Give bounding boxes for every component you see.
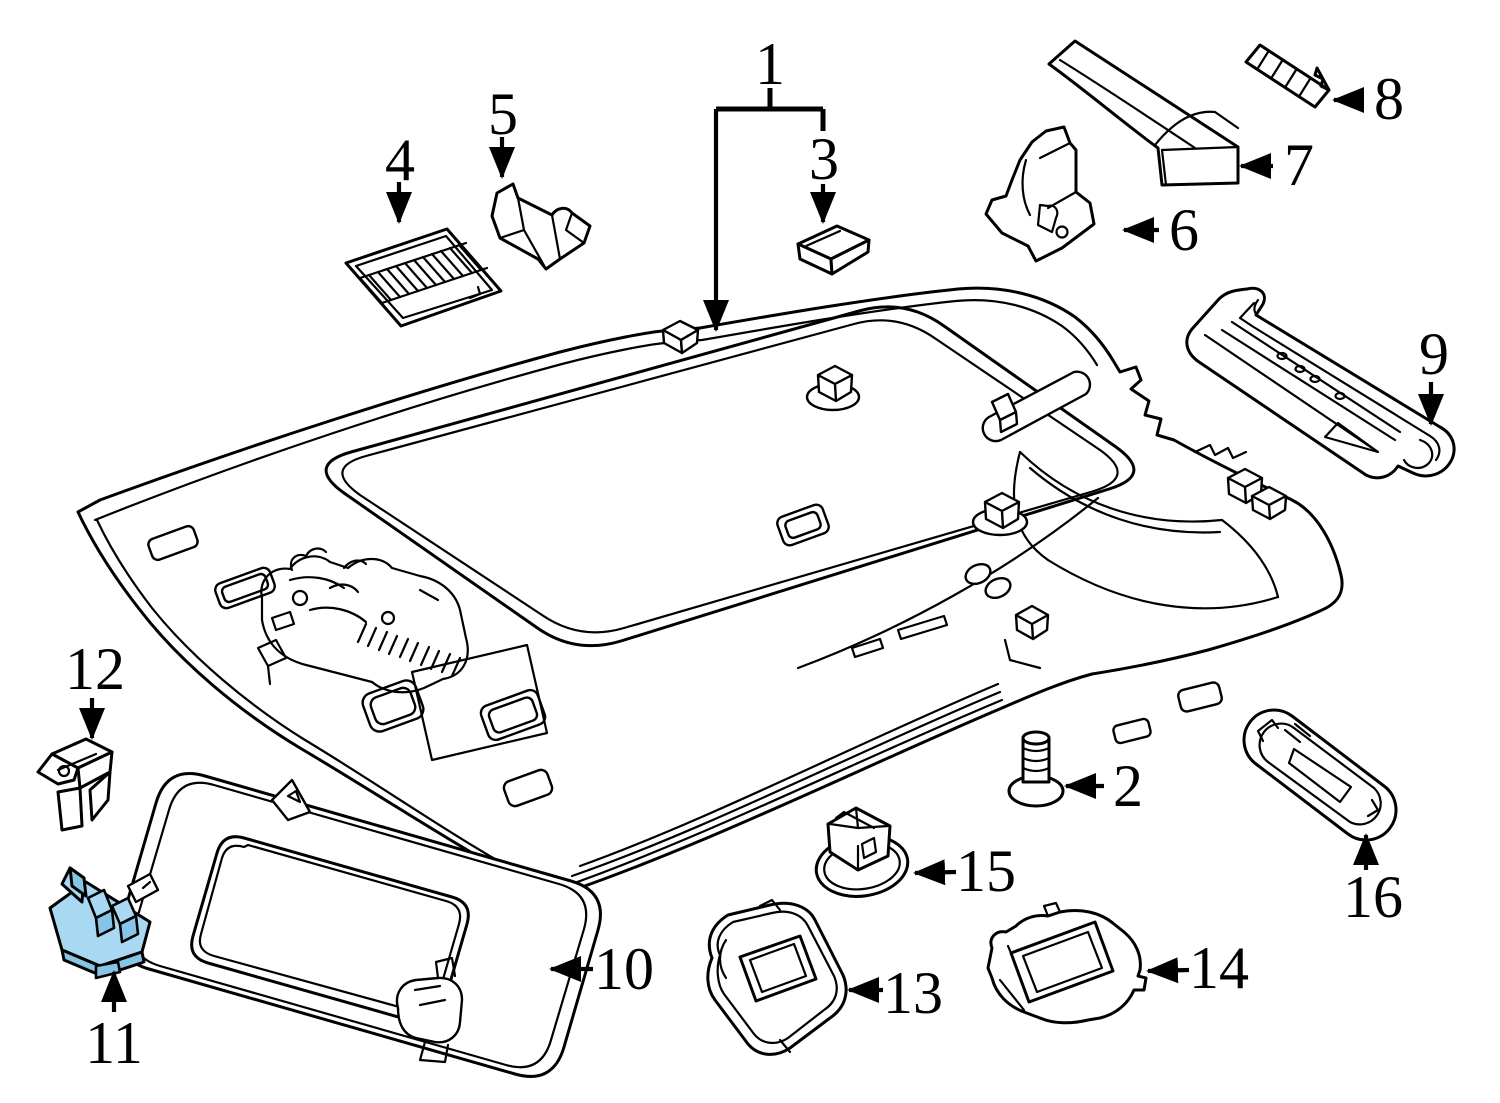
- part-9-rear-rail-trim[interactable]: [1185, 286, 1456, 480]
- part-label-15[interactable]: 15: [956, 838, 1016, 904]
- part-8-stepped-clip[interactable]: [1244, 43, 1331, 109]
- part-11-clip-highlighted[interactable]: [48, 866, 152, 980]
- part-14-dome-lamp[interactable]: [986, 901, 1148, 1025]
- part-7-sill-strip[interactable]: [1047, 39, 1240, 187]
- leader-arrow-15: [913, 859, 957, 886]
- part-5-bracket[interactable]: [490, 182, 592, 271]
- part-label-11[interactable]: 11: [85, 1010, 143, 1076]
- part-label-13[interactable]: 13: [883, 960, 943, 1026]
- part-label-10[interactable]: 10: [594, 936, 654, 1002]
- part-15-clip[interactable]: [812, 806, 911, 902]
- leader-arrow-14: [1146, 957, 1190, 984]
- part-label-16[interactable]: 16: [1343, 864, 1403, 930]
- part-3-pad[interactable]: [796, 224, 871, 276]
- part-label-4[interactable]: 4: [385, 127, 415, 193]
- part-12-clip[interactable]: [36, 737, 114, 832]
- part-16-handle[interactable]: [1242, 708, 1398, 842]
- part-label-6[interactable]: 6: [1169, 197, 1199, 263]
- part-4-grille[interactable]: [344, 227, 503, 328]
- part-1-headliner-panel[interactable]: [76, 286, 1344, 899]
- part-label-7[interactable]: 7: [1284, 132, 1314, 198]
- part-label-14[interactable]: 14: [1189, 935, 1249, 1001]
- part-label-5[interactable]: 5: [488, 81, 518, 147]
- part-label-9[interactable]: 9: [1419, 321, 1449, 387]
- part-13-lamp-housing[interactable]: [706, 898, 848, 1056]
- part-label-12[interactable]: 12: [65, 636, 125, 702]
- part-label-2[interactable]: 2: [1113, 753, 1143, 819]
- part-10-sun-visor[interactable]: [118, 772, 602, 1078]
- bracket-part-1: [716, 88, 826, 131]
- part-6-rail-bracket[interactable]: [984, 125, 1096, 263]
- part-2-screw[interactable]: [1007, 730, 1065, 808]
- part-label-3[interactable]: 3: [809, 126, 839, 192]
- part-label-1[interactable]: 1: [755, 31, 785, 97]
- leader-lines: [79, 87, 1444, 1012]
- part-label-8[interactable]: 8: [1374, 66, 1404, 132]
